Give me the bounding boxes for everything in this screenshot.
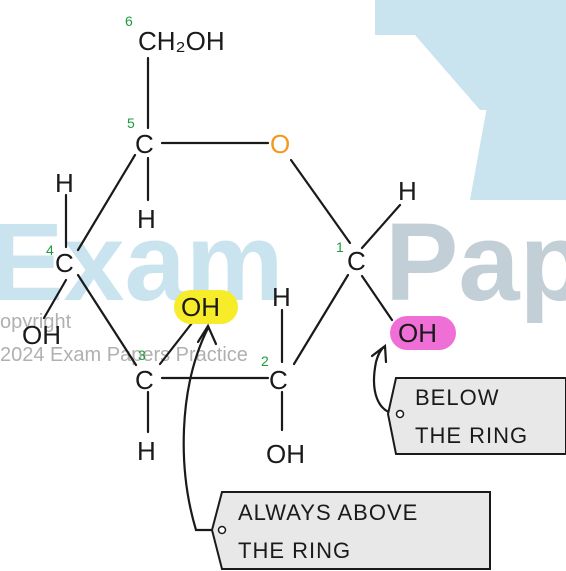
- oh-c3-highlight: [174, 290, 238, 324]
- bond-c4-oh: [42, 278, 68, 320]
- c5-atom: C: [135, 129, 154, 159]
- bond-c4-c3: [76, 273, 138, 367]
- c1-hydroxyl: OH: [398, 318, 437, 348]
- c1-atom: C: [347, 246, 366, 276]
- c4-hydroxyl: OH: [22, 320, 61, 350]
- c3-hydrogen: H: [137, 436, 156, 466]
- arrow-above-head: [196, 323, 218, 346]
- c3-atom: C: [135, 365, 154, 395]
- c2-atom: C: [269, 365, 288, 395]
- c4-hydrogen: H: [55, 168, 74, 198]
- oh-c1-highlight: [390, 316, 456, 350]
- carbon-number-5: 5: [127, 115, 135, 131]
- bond-c1-h: [360, 203, 402, 250]
- c5-hydrogen: H: [137, 204, 156, 234]
- bond-c2-c1: [292, 273, 350, 366]
- callout-above-pin: [217, 525, 227, 535]
- c2-hydroxyl: OH: [266, 439, 305, 469]
- carbon-number-6: 6: [125, 13, 133, 29]
- watermark-shape-slash: [470, 35, 566, 200]
- watermark-copyright-1: opyright: [0, 311, 72, 333]
- arrow-below-head: [370, 343, 388, 364]
- carbon-number-1: 1: [336, 239, 344, 255]
- watermark-copyright-2: 2024 Exam Papers Practice: [0, 344, 248, 366]
- c3-hydroxyl: OH: [181, 292, 220, 322]
- c1-hydrogen: H: [398, 176, 417, 206]
- c2-hydrogen: H: [272, 282, 291, 312]
- watermark-right-word: Pap: [385, 201, 566, 324]
- callout-below-line1: BELOW: [415, 385, 499, 410]
- carbon-number-2: 2: [261, 353, 269, 369]
- callout-below-line2: THE RING: [415, 423, 528, 448]
- arrow-above-curve: [182, 326, 214, 532]
- c4-atom: C: [55, 248, 74, 278]
- bond-c3-oh: [158, 321, 194, 366]
- callout-below-box: [386, 377, 566, 455]
- carbon-number-3: 3: [138, 347, 146, 363]
- callout-above-line1: ALWAYS ABOVE: [238, 500, 418, 525]
- bond-c5-c4: [76, 153, 137, 252]
- bond-c1-oh: [360, 274, 394, 322]
- carbon-number-4: 4: [46, 242, 54, 258]
- ring-oxygen-atom: O: [270, 129, 290, 159]
- ch2oh-label: CH₂OH: [138, 26, 225, 56]
- callout-above-line2: THE RING: [238, 538, 351, 563]
- bond-o-c1: [289, 158, 352, 245]
- callout-above-box: [210, 491, 491, 570]
- callout-below-pin: [395, 409, 405, 419]
